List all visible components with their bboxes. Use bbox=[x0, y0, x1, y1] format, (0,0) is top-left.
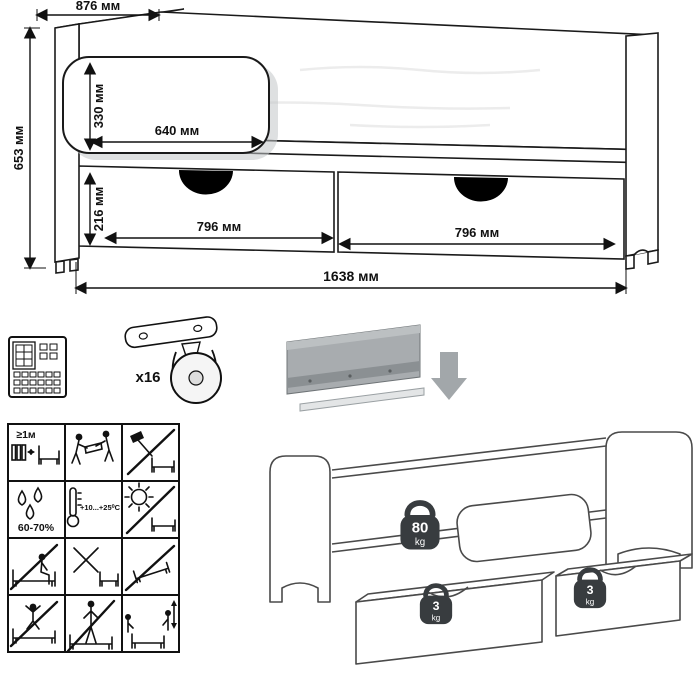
left-drawer-weight-unit: kg bbox=[432, 613, 441, 622]
dimension-876: 876 мм bbox=[35, 0, 161, 22]
dimension-653: 653 мм bbox=[11, 26, 46, 270]
caster-icon: x16 bbox=[124, 316, 222, 404]
dimension-label-height: 653 мм bbox=[11, 126, 26, 171]
footboard bbox=[625, 32, 659, 257]
dimension-216: 216 мм bbox=[83, 172, 106, 246]
pictogram-no-tilting bbox=[124, 544, 176, 592]
pictogram-no-jumping bbox=[9, 600, 59, 648]
wood-grain bbox=[299, 65, 541, 75]
pictogram-no-sitting-on-edge bbox=[9, 543, 59, 591]
temperature-label: +10...+25⁰C bbox=[80, 503, 121, 512]
humidity-label: 60-70% bbox=[18, 522, 55, 534]
dimension-796-right: 796 мм bbox=[338, 225, 616, 251]
dimension-640: 640 мм bbox=[90, 123, 264, 149]
headboard-leg bbox=[55, 260, 65, 274]
headboard-outline bbox=[269, 455, 331, 603]
bed-dimension-diagram: 876 мм 653 мм 330 мм 640 мм 216 мм 796 м… bbox=[11, 0, 659, 295]
bed-weight-unit: kg bbox=[415, 537, 425, 548]
pictogram-two-person-assembly bbox=[71, 430, 114, 465]
pictogram-humidity: 60-70% bbox=[17, 486, 55, 534]
caster-quantity-label: x16 bbox=[135, 369, 160, 386]
right-drawer-front bbox=[337, 171, 625, 260]
left-drawer-weight-badge: 3 kg bbox=[419, 583, 453, 625]
pictogram-temperature: +10...+25⁰C bbox=[66, 487, 121, 528]
down-arrow-icon bbox=[431, 352, 467, 400]
heater-distance-label: ≥1м bbox=[16, 429, 36, 441]
left-drawer-outline bbox=[355, 571, 555, 665]
dimension-label-rail-length: 640 мм bbox=[155, 123, 200, 138]
dimension-label-depth: 876 мм bbox=[76, 0, 121, 13]
dimension-label-rail-height: 330 мм bbox=[91, 84, 106, 129]
dimension-label-right-drawer: 796 мм bbox=[455, 225, 500, 240]
rail-mounting-illustration bbox=[286, 324, 467, 412]
pictogram-no-standing bbox=[66, 599, 116, 653]
pictogram-grid: ≥1м 60-70% bbox=[7, 423, 180, 653]
footboard-leg bbox=[625, 254, 635, 270]
left-drawer-weight-value: 3 bbox=[433, 599, 440, 613]
right-drawer-handle bbox=[453, 177, 508, 202]
right-drawer-weight-badge: 3 kg bbox=[573, 567, 607, 609]
pictogram-no-tools bbox=[73, 547, 119, 587]
bed-weight-value: 80 bbox=[412, 519, 429, 536]
pictogram-no-hammer bbox=[126, 428, 176, 476]
pictogram-no-sunlight bbox=[124, 482, 176, 535]
dimension-1638: 1638 мм bbox=[74, 262, 628, 295]
footboard-leg bbox=[647, 249, 659, 265]
parts-grid-icon bbox=[8, 336, 67, 398]
dimension-label-drawer-height: 216 мм bbox=[91, 187, 106, 232]
dimension-label-total-length: 1638 мм bbox=[323, 268, 379, 284]
left-drawer-handle bbox=[178, 170, 233, 195]
hardware-icons: x16 bbox=[8, 316, 467, 412]
footboard-arch bbox=[633, 249, 649, 256]
pictogram-heater-distance: ≥1м bbox=[11, 429, 60, 465]
right-drawer-weight-unit: kg bbox=[586, 597, 595, 606]
footboard-outline bbox=[605, 431, 693, 569]
dimension-796-left: 796 мм bbox=[104, 219, 334, 245]
right-drawer-weight-value: 3 bbox=[587, 583, 594, 597]
bed-weight-badge: 80 kg bbox=[400, 500, 440, 550]
safety-rail bbox=[62, 56, 270, 154]
dimension-330: 330 мм bbox=[83, 62, 106, 151]
pictogram-two-person-carry bbox=[125, 600, 177, 649]
mounting-batten bbox=[299, 387, 425, 412]
headboard-leg bbox=[69, 258, 79, 272]
safety-rail-outline bbox=[456, 493, 592, 563]
wood-grain bbox=[349, 123, 491, 129]
weight-limit-diagram: 80 kg 3 kg 3 kg bbox=[269, 431, 693, 665]
dimension-label-left-drawer: 796 мм bbox=[197, 219, 242, 234]
